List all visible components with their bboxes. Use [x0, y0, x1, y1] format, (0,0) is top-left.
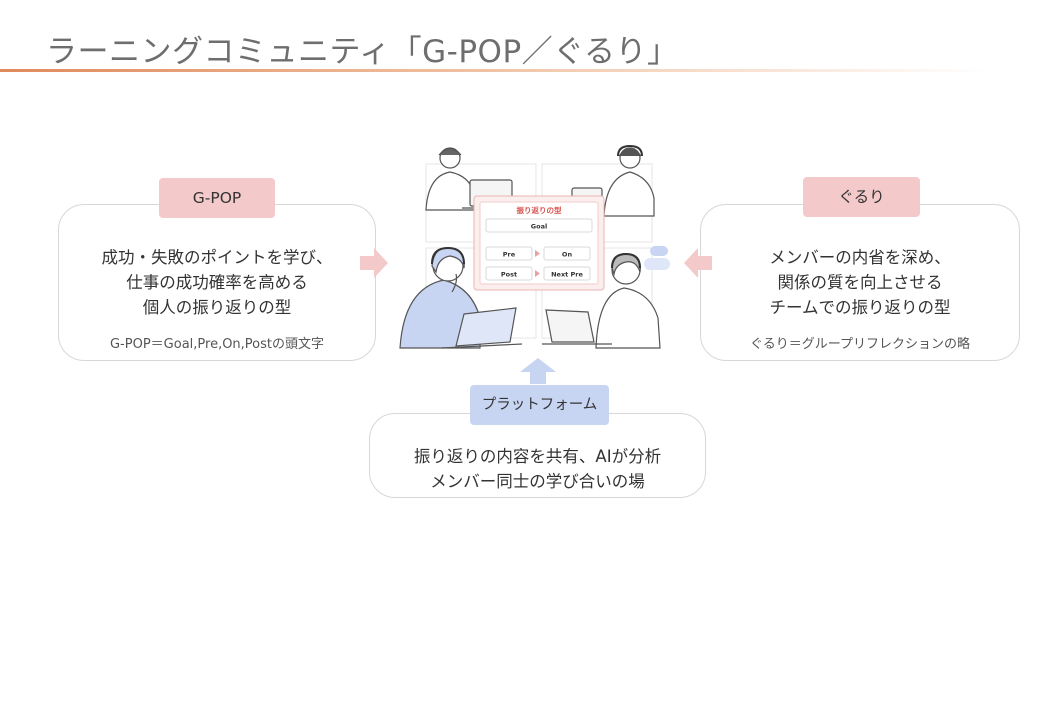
team-reflection-illustration: 振り返りの型 Goal Pre On Post Next Pre — [399, 144, 670, 349]
person-bottom-left-icon — [399, 246, 523, 349]
gpop-line-1: 成功・失敗のポイントを学び、 — [101, 248, 333, 267]
screen-title: 振り返りの型 — [517, 205, 562, 215]
gururi-note: ぐるり＝グループリフレクションの略 — [750, 337, 970, 352]
person-bottom-right-icon — [542, 246, 670, 349]
left-arrow-icon — [684, 248, 712, 278]
gpop-note: G-POP＝Goal,Pre,On,Postの頭文字 — [109, 337, 325, 352]
gururi-tag: ぐるり — [803, 177, 920, 217]
screen-pre-label: Pre — [503, 251, 516, 259]
screen-on-label: On — [562, 251, 573, 259]
platform-tag: プラットフォーム — [470, 385, 609, 425]
platform-line-2: メンバー同士の学び合いの場 — [430, 472, 645, 491]
gururi-description: メンバーの内省を深め、 関係の質を向上させる チームでの振り返りの型 — [701, 245, 1019, 320]
platform-card: 振り返りの内容を共有、AIが分析 メンバー同士の学び合いの場 — [369, 413, 706, 498]
right-arrow-icon — [360, 248, 388, 278]
gpop-line-3: 個人の振り返りの型 — [142, 298, 292, 317]
gururi-line-3: チームでの振り返りの型 — [769, 298, 951, 317]
speech-bubble-icon — [650, 246, 668, 256]
gpop-line-2: 仕事の成功確率を高める — [126, 273, 308, 292]
gururi-line-2: 関係の質を向上させる — [777, 273, 943, 292]
screen-next-pre-label: Next Pre — [551, 271, 583, 279]
screen-goal-label: Goal — [531, 223, 547, 231]
page-title: ラーニングコミュニティ「G-POP／ぐるり」 — [46, 34, 679, 70]
gururi-line-1: メンバーの内省を深め、 — [769, 248, 951, 267]
platform-description: 振り返りの内容を共有、AIが分析 メンバー同士の学び合いの場 — [370, 444, 705, 494]
up-arrow-icon — [520, 358, 556, 384]
gpop-tag: G-POP — [159, 178, 275, 218]
gpop-description: 成功・失敗のポイントを学び、 仕事の成功確率を高める 個人の振り返りの型 — [59, 245, 375, 320]
platform-line-1: 振り返りの内容を共有、AIが分析 — [413, 447, 662, 466]
screen-post-label: Post — [501, 271, 517, 279]
title-underline — [0, 69, 1040, 72]
reflection-template-screen: 振り返りの型 Goal Pre On Post Next Pre — [473, 195, 605, 291]
gpop-card: 成功・失敗のポイントを学び、 仕事の成功確率を高める 個人の振り返りの型 G-P… — [58, 204, 376, 361]
gururi-card: メンバーの内省を深め、 関係の質を向上させる チームでの振り返りの型 ぐるり＝グ… — [700, 204, 1020, 361]
